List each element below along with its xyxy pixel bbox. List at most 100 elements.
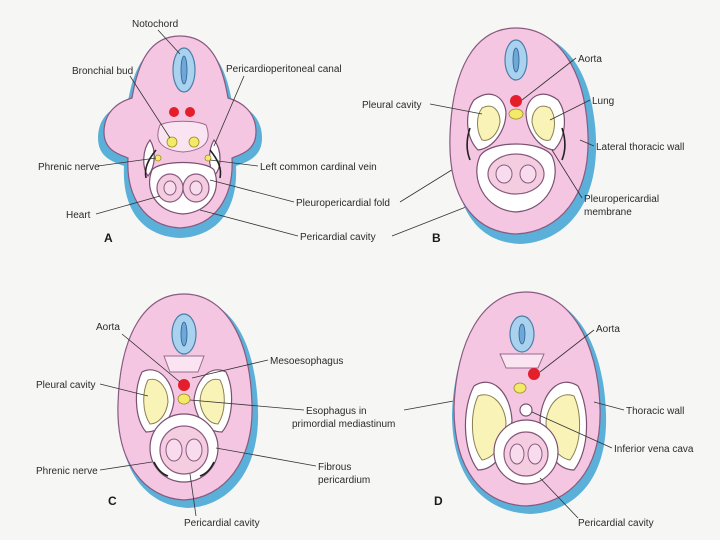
panel-b: Aorta Lung Pleural cavity Lateral thorac… <box>362 27 684 245</box>
panel-b-lung-left <box>531 105 555 141</box>
panel-c-neural-canal <box>180 321 188 347</box>
panel-c-heart-chamber-right <box>165 438 183 462</box>
label-aorta-d: Aorta <box>596 324 620 335</box>
panel-d-heart-chamber-left <box>527 443 543 465</box>
leader-aorta-b <box>521 57 577 101</box>
panel-c-lung-right <box>143 378 169 425</box>
leader-phrenic-nerve-a <box>97 157 157 167</box>
leader-esophagus-c <box>189 399 305 411</box>
panel-a-letter: A <box>104 231 113 245</box>
panel-c-heart-chamber-left <box>185 438 203 462</box>
panel-c-aorta <box>178 379 190 391</box>
panel-b-heart-chamber-right <box>495 164 513 184</box>
panel-a-neural-canal <box>180 55 188 85</box>
label-pleural-cavity-b: Pleural cavity <box>362 100 421 111</box>
leader-pericardial-cavity-d <box>539 477 579 519</box>
label-esophagus-2: primordial mediastinum <box>292 419 395 430</box>
leader-pleural-cavity-c <box>99 383 149 397</box>
label-phrenic-nerve-a: Phrenic nerve <box>38 162 100 173</box>
panel-b-lung-right <box>477 105 501 141</box>
panel-d-esophagus <box>513 382 527 394</box>
label-mesoesophagus: Mesoesophagus <box>270 356 343 367</box>
leader-pericardial-cavity-c <box>189 473 197 517</box>
panel-c-letter: C <box>108 494 117 508</box>
label-thoracic-wall: Thoracic wall <box>626 406 684 417</box>
panel-a-heart-chamber-right <box>163 180 177 196</box>
panel-b-neural-canal <box>512 47 520 73</box>
panel-a: Notochord Bronchial bud Pericardioperito… <box>38 19 495 245</box>
panel-a-arrow-left <box>209 149 222 179</box>
leader-left-common-cardinal-vein <box>209 159 259 167</box>
label-fibrous-2: pericardium <box>318 475 370 486</box>
leader-lung <box>549 99 591 121</box>
leader-notochord <box>157 29 181 55</box>
leader-pleural-cavity-b <box>429 103 483 115</box>
panel-c-vertebra <box>163 355 205 373</box>
panel-d-aorta <box>528 368 540 380</box>
label-pleural-cavity-c: Pleural cavity <box>36 380 95 391</box>
panel-d-heart <box>503 431 549 477</box>
label-left-common-cardinal-vein: Left common cardinal vein <box>260 162 377 173</box>
panel-d-ivc <box>519 403 533 417</box>
leader-fibrous-pericardium <box>215 447 317 467</box>
panel-d-vertebra <box>499 353 545 369</box>
panel-a-bronchial-bud-right <box>166 136 178 148</box>
leader-aorta-c <box>121 333 181 383</box>
panel-c-heart <box>159 425 209 475</box>
leader-inferior-vena-cava <box>531 411 613 449</box>
label-esophagus-1: Esophagus in <box>306 406 367 417</box>
label-pericardial-cavity-a: Pericardial cavity <box>300 232 376 243</box>
label-inferior-vena-cava: Inferior vena cava <box>614 444 694 455</box>
label-aorta-b: Aorta <box>578 54 602 65</box>
panel-a-aorta-right <box>169 107 179 117</box>
label-notochord: Notochord <box>132 19 178 30</box>
leader-pericardioperitoneal-canal <box>213 75 245 147</box>
label-phrenic-nerve-c: Phrenic nerve <box>36 466 98 477</box>
leader-lateral-thoracic-wall <box>579 139 595 147</box>
label-pleuropericardial-fold: Pleuropericardial fold <box>296 198 390 209</box>
panel-b-heart <box>487 153 545 195</box>
label-lung: Lung <box>592 96 614 107</box>
label-pericardial-cavity-c: Pericardial cavity <box>184 518 260 529</box>
label-heart: Heart <box>66 210 91 221</box>
panel-a-arrow-right <box>144 149 157 179</box>
panel-b-arrow-left <box>561 127 566 161</box>
leader-aorta-d <box>539 329 595 373</box>
leader-pleuropericardial-fold-a <box>209 179 295 203</box>
leader-pleuropericardial-membrane <box>551 149 583 199</box>
leader-thoracic-wall <box>593 401 625 411</box>
label-lateral-thoracic-wall: Lateral thoracic wall <box>596 142 684 153</box>
leader-pericardial-cavity-a <box>199 209 299 237</box>
panel-c-arrow-right <box>153 461 169 477</box>
label-pleuropericardial-membrane-1: Pleuropericardial <box>584 194 659 205</box>
panel-b-heart-chamber-left <box>519 164 537 184</box>
panel-b-aorta <box>510 95 522 107</box>
panel-b-letter: B <box>432 231 441 245</box>
panel-d-neural-canal <box>518 323 526 345</box>
panel-a-heart-chamber-left <box>189 180 203 196</box>
leader-bronchial-bud <box>129 75 171 139</box>
label-pleuropericardial-membrane-2: membrane <box>584 207 632 218</box>
panel-d-letter: D <box>434 494 443 508</box>
panel-c: Aorta Mesoesophagus Pleural cavity Esoph… <box>36 293 515 529</box>
panel-d-heart-chamber-right <box>509 443 525 465</box>
panel-a-foregut <box>157 120 209 153</box>
panel-a-aorta-left <box>185 107 195 117</box>
panel-c-arrow-left <box>199 461 215 477</box>
panel-b-arrow-right <box>466 127 471 161</box>
leader-phrenic-nerve-c <box>99 461 153 471</box>
label-pericardioperitoneal-canal: Pericardioperitoneal canal <box>226 64 342 75</box>
panel-c-esophagus <box>177 393 191 405</box>
label-fibrous-1: Fibrous <box>318 462 351 473</box>
panel-a-bronchial-bud-left <box>188 136 200 148</box>
leader-mesoesophagus <box>191 359 269 379</box>
panel-b-esophagus <box>508 108 524 120</box>
label-bronchial-bud: Bronchial bud <box>72 66 133 77</box>
panel-d: Aorta Thoracic wall Inferior vena cava D… <box>434 291 694 529</box>
label-aorta-c: Aorta <box>96 322 120 333</box>
label-pericardial-cavity-d: Pericardial cavity <box>578 518 654 529</box>
panel-a-phrenic-nerve-left <box>204 154 212 162</box>
leader-heart <box>95 195 161 215</box>
